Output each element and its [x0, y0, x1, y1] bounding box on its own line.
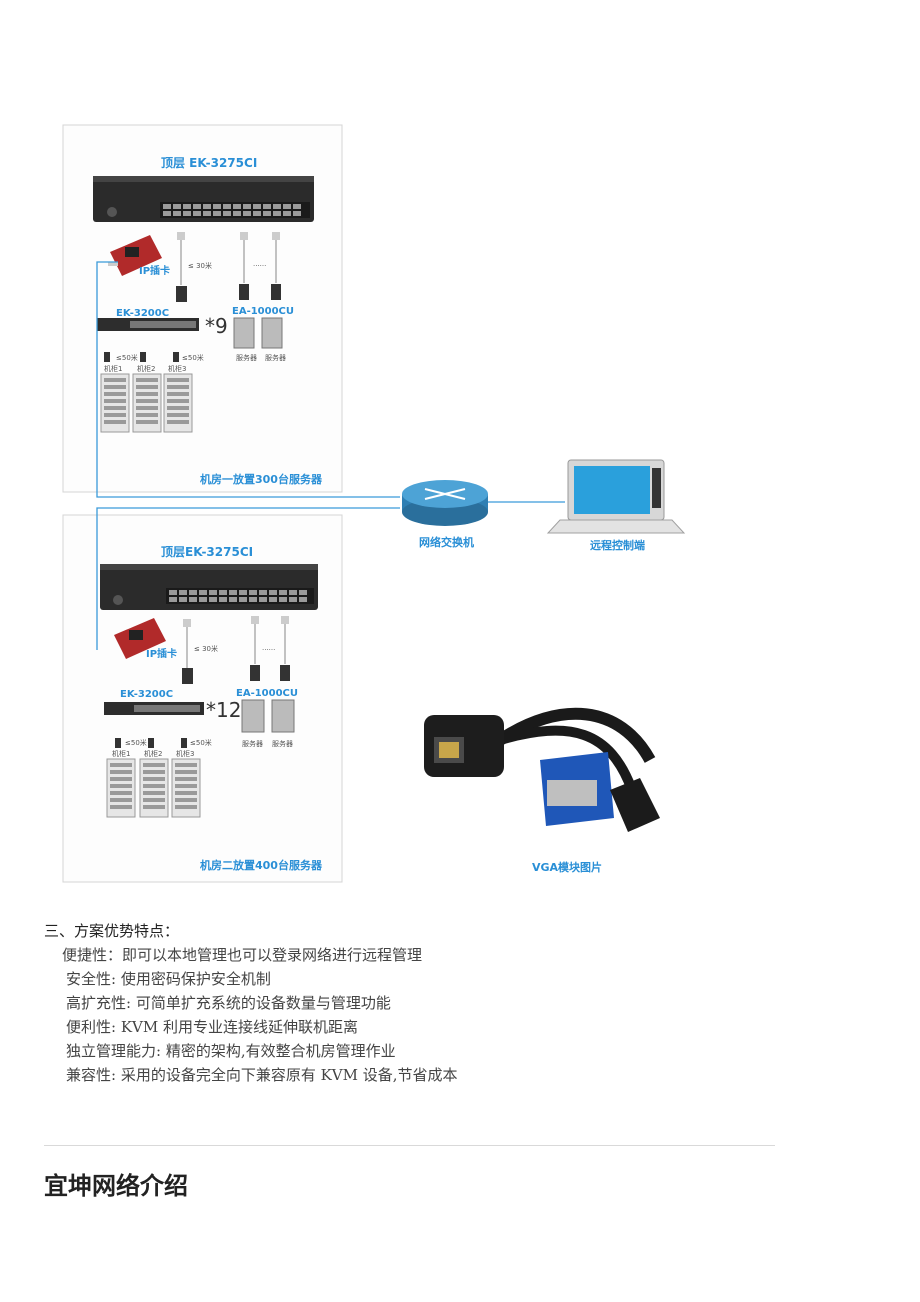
- section-divider: [44, 1145, 775, 1146]
- room1-top-label: 顶层 EK-3275CI: [161, 156, 257, 170]
- room2-panel: 顶层EK-3275CI IP插卡 ≤ 30米 ...... EK-3200C: [62, 514, 343, 883]
- room1-panel: 顶层 EK-3275CI IP插卡 ≤ 30米: [62, 124, 343, 493]
- room2-ip-card: [114, 618, 166, 659]
- feature-convenience: 便捷性：即可以本地管理也可以登录网络进行远程管理: [62, 946, 423, 964]
- feature-security: 安全性: 使用密码保护安全机制: [66, 970, 271, 988]
- room1-cabinet-label-3: 机柜3: [168, 364, 186, 373]
- section-heading: 三、方案优势特点：: [44, 922, 180, 940]
- vga-module-image: [424, 707, 660, 832]
- room1-caption: 机房一放置300台服务器: [200, 472, 323, 486]
- room1-servers: [233, 317, 283, 349]
- room2-ip-card-label: IP插卡: [146, 647, 177, 660]
- room1-dist-50: ≤50米: [116, 353, 138, 362]
- room1-dist-30: ≤ 30米: [188, 261, 212, 270]
- room2-ek-label: EK-3200C: [120, 689, 173, 700]
- network-switch-label: 网络交换机: [419, 535, 474, 549]
- remote-control-label: 远程控制端: [590, 538, 645, 552]
- room1-server-label-2: 服务器: [265, 353, 286, 362]
- feature-usability: 便利性: KVM 利用专业连接线延伸联机距离: [66, 1018, 358, 1036]
- room2-server-label-1: 服务器: [242, 739, 263, 748]
- room2-cabinet-label-1: 机柜1: [112, 749, 130, 758]
- room1-ip-card-label: IP插卡: [139, 264, 170, 277]
- network-diagram: 顶层 EK-3275CI IP插卡 ≤ 30米: [62, 124, 686, 883]
- feature-compatibility: 兼容性: 采用的设备完全向下兼容原有 KVM 设备,节省成本: [66, 1066, 458, 1084]
- room1-ip-card: [108, 235, 162, 276]
- vga-module-label: VGA模块图片: [532, 860, 602, 874]
- room1-top-switch: [93, 176, 314, 222]
- room1-server-label-1: 服务器: [236, 353, 257, 362]
- room2-dist-30: ≤ 30米: [194, 644, 218, 653]
- room1-cabinet-label-1: 机柜1: [104, 364, 122, 373]
- room1-cabinets: [100, 373, 193, 433]
- network-switch-icon: [402, 480, 488, 526]
- room1-multiplier: *9: [205, 314, 228, 338]
- room2-multiplier: *12: [206, 698, 241, 722]
- room2-cabinets: [106, 758, 201, 818]
- room2-dots: ......: [262, 644, 275, 652]
- room2-cabinet-label-2: 机柜2: [144, 749, 162, 758]
- room2-cabinet-label-3: 机柜3: [176, 749, 194, 758]
- room2-top-switch: [100, 564, 318, 610]
- room2-ea-label: EA-1000CU: [236, 688, 298, 699]
- room1-ea-label: EA-1000CU: [232, 306, 294, 317]
- feature-independent-management: 独立管理能力: 精密的架构,有效整合机房管理作业: [66, 1042, 396, 1060]
- company-intro-title: 宜坤网络介绍: [44, 1172, 188, 1200]
- laptop-icon: [546, 459, 686, 534]
- feature-scalability: 高扩充性: 可简单扩充系统的设备数量与管理功能: [66, 994, 391, 1012]
- room1-dots: ......: [253, 260, 266, 268]
- room2-dist-50: ≤50米: [125, 738, 147, 747]
- room1-ek-label: EK-3200C: [116, 308, 169, 319]
- room1-dist-50b: ≤50米: [182, 353, 204, 362]
- room2-top-label: 顶层EK-3275CI: [161, 545, 253, 559]
- room2-servers: [241, 699, 295, 733]
- room1-cabinet-label-2: 机柜2: [137, 364, 155, 373]
- network-links: [96, 261, 565, 650]
- room2-caption: 机房二放置400台服务器: [200, 858, 323, 872]
- room2-dist-50b: ≤50米: [190, 738, 212, 747]
- room2-server-label-2: 服务器: [272, 739, 293, 748]
